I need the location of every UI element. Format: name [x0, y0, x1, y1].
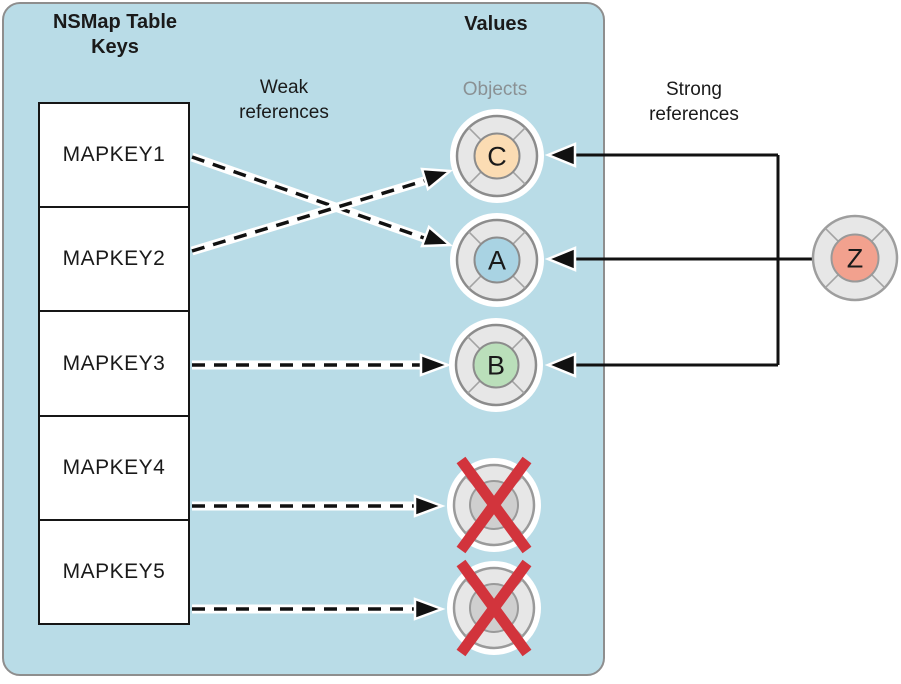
strong-label-line1: Strong	[666, 79, 722, 100]
object-letter: Z	[847, 244, 864, 274]
values-title: Values	[464, 13, 528, 35]
weak-casing	[190, 152, 429, 244]
weak-dashes	[191, 178, 428, 253]
strong-label-line2: references	[649, 104, 739, 125]
object-core	[473, 132, 521, 180]
objects-label: Objects	[462, 79, 528, 100]
weak-arrowhead	[413, 494, 446, 518]
weak-label-line2: references	[239, 102, 329, 123]
object-ring-dividers	[468, 231, 526, 289]
weak-arrowhead	[420, 167, 454, 192]
strong-arrowhead-b	[544, 352, 577, 378]
nsmap-title-line2: Keys	[91, 36, 139, 58]
weak-arrowhead	[420, 224, 454, 248]
object-letter: C	[487, 142, 507, 172]
object-core	[830, 233, 880, 283]
map-key-row-4: MAPKEY4	[40, 414, 188, 519]
object-letter: B	[487, 351, 505, 381]
map-key-row-2: MAPKEY2	[40, 206, 188, 310]
object-b: B	[449, 318, 543, 412]
map-key-label: MAPKEY5	[62, 559, 166, 583]
map-key-row-3: MAPKEY3	[40, 310, 188, 414]
object-deallocated-2	[447, 559, 541, 657]
strong-arrowheads	[544, 142, 577, 378]
map-key-label: MAPKEY3	[62, 351, 166, 375]
map-key-label: MAPKEY4	[62, 455, 166, 479]
strong-arrowhead-c	[544, 142, 577, 168]
weak-label-line1: Weak	[259, 77, 309, 98]
weak-reference-arrows	[190, 152, 454, 621]
object-core	[473, 236, 521, 284]
strong-reference-lines	[562, 153, 813, 367]
weak-arrowhead	[419, 353, 452, 377]
map-key-row-5: MAPKEY5	[40, 518, 188, 623]
object-ring-dividers	[824, 227, 886, 289]
weak-arrow-mapkey1-a	[190, 152, 454, 248]
weak-arrow-mapkey3-b	[192, 353, 452, 377]
map-key-row-1: MAPKEY1	[40, 104, 188, 206]
weak-references-label: Weak references	[204, 75, 364, 125]
weak-dashes	[191, 155, 428, 241]
nsmap-title-line1: NSMap Table	[52, 11, 178, 33]
map-key-label: MAPKEY1	[62, 143, 166, 167]
object-core	[472, 341, 520, 389]
weak-arrow-mapkey5-deallocated	[192, 597, 446, 621]
map-keys-column: MAPKEY1 MAPKEY2 MAPKEY3 MAPKEY4 MAPKEY5	[38, 102, 190, 625]
object-a: A	[450, 213, 544, 307]
object-c: C	[450, 109, 544, 203]
weak-arrow-mapkey2-c	[190, 167, 454, 256]
object-letter: A	[488, 246, 506, 276]
object-deallocated-1	[447, 456, 541, 554]
strong-references-label: Strong references	[614, 77, 774, 127]
map-key-label: MAPKEY2	[62, 247, 166, 271]
object-ring-dividers	[468, 127, 526, 185]
red-x-icon	[456, 456, 532, 554]
strong-arrowhead-a	[544, 246, 577, 272]
object-ring-dividers	[467, 336, 525, 394]
object-z-external: Z	[811, 214, 899, 302]
red-x-icon	[456, 559, 532, 657]
weak-arrow-mapkey4-deallocated	[192, 494, 446, 518]
weak-arrowhead	[413, 597, 446, 621]
